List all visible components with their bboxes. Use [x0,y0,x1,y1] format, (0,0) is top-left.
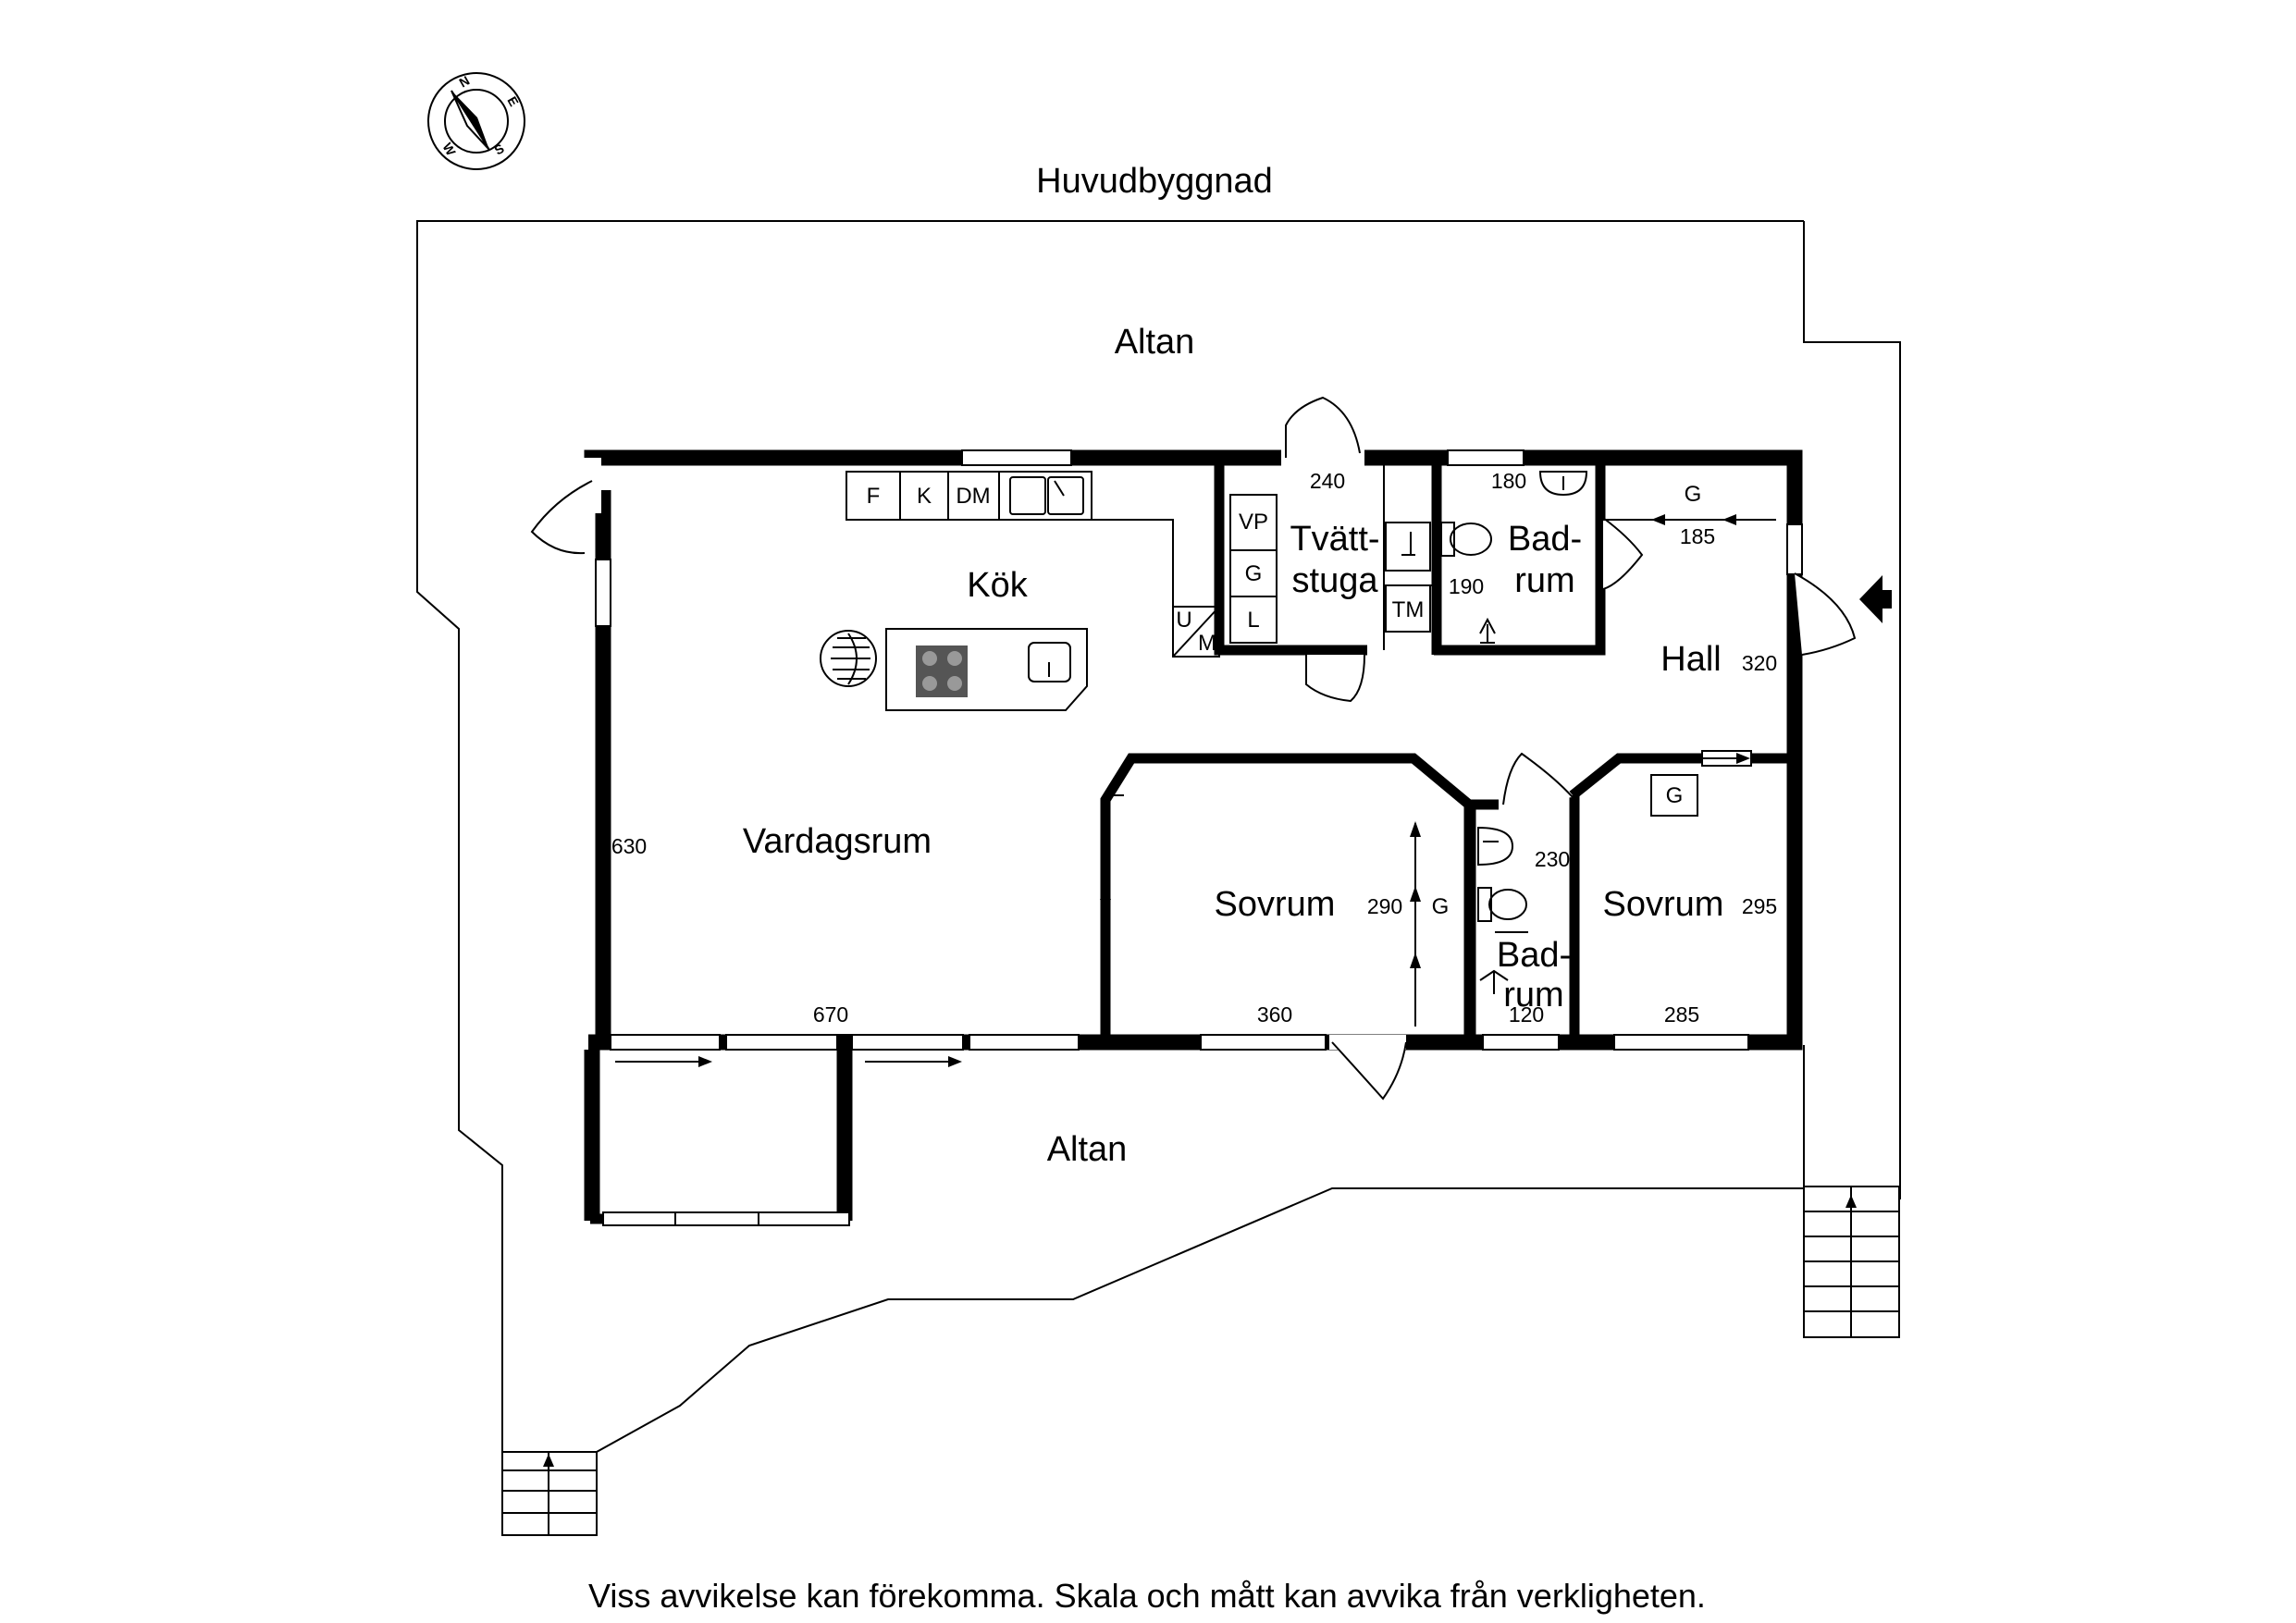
label-vp: VP [1239,510,1268,535]
sliding-arrows [615,514,1776,1221]
dim-180: 180 [1491,469,1526,493]
room-altan-top: Altan [1115,323,1195,362]
label-l: L [1247,608,1259,633]
dim-185: 185 [1680,524,1715,548]
label-g-hall: G [1685,482,1702,507]
interior-walls [1100,462,1795,1042]
label-dm: DM [956,484,990,509]
dim-290: 290 [1367,894,1402,918]
label-g-sovrum1: G [1432,894,1450,919]
room-sovrum-1: Sovrum [1215,885,1336,924]
label-f: F [867,484,881,509]
label-g-laundry: G [1245,561,1263,586]
room-altan-bottom: Altan [1047,1130,1128,1169]
room-sovrum-2: Sovrum [1603,885,1724,924]
room-vardagsrum: Vardagsrum [743,822,932,861]
laundry-fixtures [1229,465,1434,650]
room-badrum-2-a: Bad- [1497,936,1571,975]
building-label: Huvudbyggnad [1036,162,1273,201]
dim-320: 320 [1742,651,1777,675]
dim-230: 230 [1535,847,1570,871]
disclaimer: Viss avvikelse kan förekomma. Skala och … [588,1577,1706,1615]
room-tvattstuga-2: stuga [1292,561,1379,600]
kitchen-fixtures [820,471,1220,711]
dim-285: 285 [1664,1002,1699,1027]
room-badrum-1-a: Bad- [1508,520,1582,559]
dim-630: 630 [611,834,647,858]
label-tm: TM [1392,597,1425,622]
doors [530,396,1857,1100]
entrance-arrow-icon [1859,575,1892,623]
deck-outline [416,220,1901,1536]
label-u: U [1176,608,1191,633]
dim-670: 670 [813,1002,848,1027]
stairs-left [501,1451,598,1536]
compass-e: E [504,94,522,109]
room-tvattstuga-1: Tvätt- [1290,520,1379,559]
room-badrum-1-b: rum [1514,561,1574,600]
room-kok: Kök [967,566,1028,605]
label-g-sovrum2: G [1666,783,1684,808]
dim-295: 295 [1742,894,1777,918]
dim-240: 240 [1310,469,1345,493]
dim-360: 360 [1257,1002,1292,1027]
room-badrum-2-b: rum [1503,976,1563,1014]
compass-n: N [457,73,473,91]
dim-190: 190 [1449,574,1484,598]
bathroom-2-fixtures [1477,774,1698,994]
bathroom-1-fixtures [1440,471,1588,644]
dim-120: 120 [1509,1002,1544,1027]
compass-s: S [492,141,507,158]
room-hall: Hall [1660,640,1721,679]
label-m: M [1198,631,1216,656]
stairs-right [1803,1186,1900,1338]
compass-icon: N E S W [427,72,525,170]
label-k: K [917,484,932,509]
